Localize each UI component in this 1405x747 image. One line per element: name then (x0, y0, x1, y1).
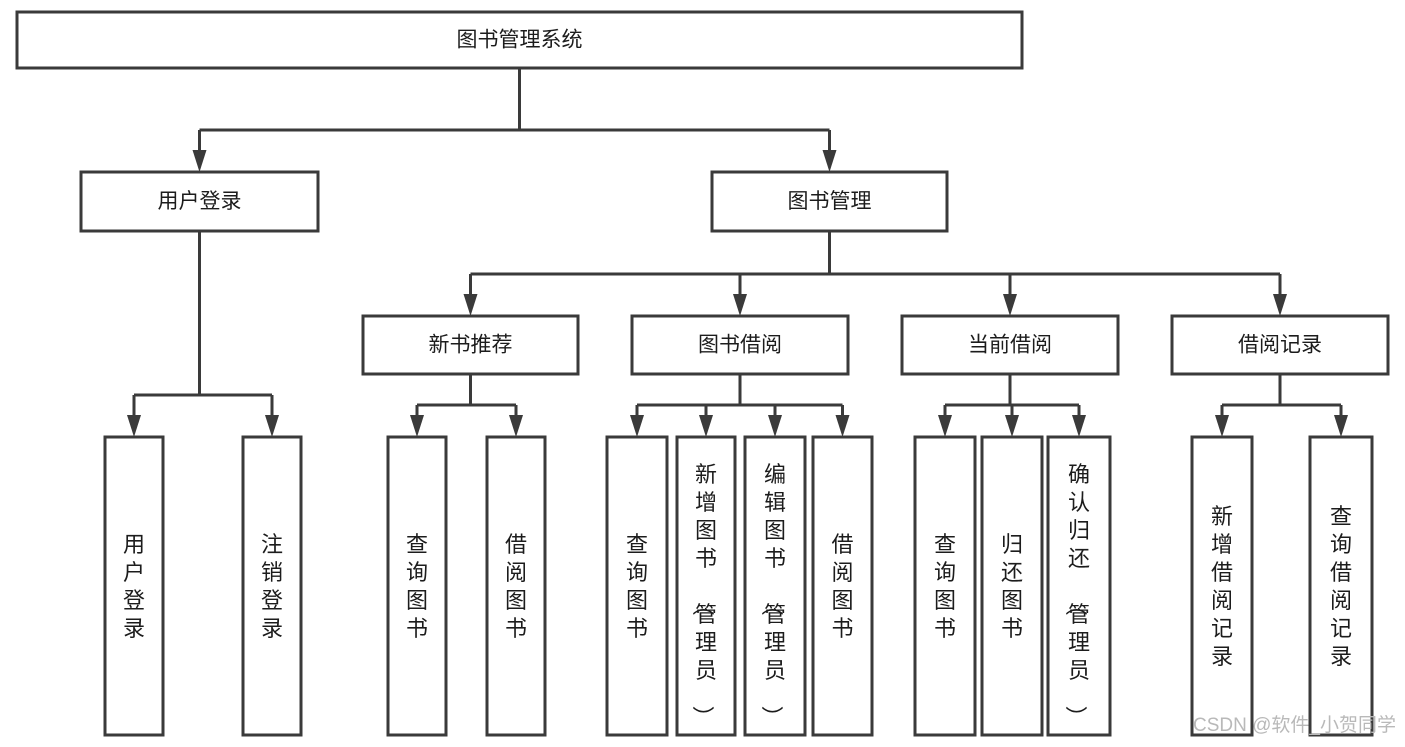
node-label: 新增图书（管理员） (690, 462, 717, 728)
node-box (386, 435, 448, 737)
node-label: 归还图书 (1001, 532, 1023, 641)
node-box (1190, 435, 1254, 737)
node-box (1046, 435, 1112, 737)
node-leaf-return-book[interactable]: 归还图书 (980, 435, 1044, 737)
arrow-head-icon (1005, 415, 1019, 437)
arrow-head-icon (822, 150, 837, 172)
arrow-head-icon (1215, 415, 1229, 437)
arrow-head-icon (1273, 294, 1287, 316)
node-leaf-query-book-2[interactable]: 查询图书 (605, 435, 669, 737)
node-box (811, 435, 874, 737)
arrow-head-icon (938, 415, 952, 437)
node-book-borrow[interactable]: 图书借阅 (630, 314, 850, 376)
node-leaf-user-login[interactable]: 用户登录 (103, 435, 165, 737)
node-leaf-logout[interactable]: 注销登录 (241, 435, 303, 737)
node-label: 确认归还（管理员） (1063, 462, 1090, 728)
node-borrow-record[interactable]: 借阅记录 (1170, 314, 1390, 376)
arrow-head-icon (630, 415, 644, 437)
node-leaf-edit-book[interactable]: 编辑图书（管理员） (743, 435, 807, 737)
arrow-head-icon (192, 150, 207, 172)
node-label: 借阅记录 (1238, 334, 1322, 357)
arrow-head-icon (1072, 415, 1086, 437)
node-label: 图书管理 (788, 190, 872, 213)
node-leaf-query-record[interactable]: 查询借阅记录 (1308, 435, 1374, 737)
node-box (980, 435, 1044, 737)
arrow-head-icon (410, 415, 424, 437)
node-leaf-borrow-book-1[interactable]: 借阅图书 (485, 435, 547, 737)
node-new-book-rec[interactable]: 新书推荐 (361, 314, 580, 376)
arrow-head-icon (265, 415, 279, 437)
connector-layer (127, 68, 1348, 437)
node-box (605, 435, 669, 737)
node-leaf-borrow-book-2[interactable]: 借阅图书 (811, 435, 874, 737)
node-book-manage[interactable]: 图书管理 (710, 170, 949, 233)
node-box (103, 435, 165, 737)
node-leaf-query-book-3[interactable]: 查询图书 (913, 435, 977, 737)
node-label: 图书借阅 (698, 334, 782, 357)
csdn-watermark: CSDN @软件_小贺同学 (1193, 714, 1396, 736)
arrow-head-icon (835, 415, 850, 437)
arrow-head-icon (1003, 294, 1017, 316)
node-label: 查询借阅记录 (1330, 504, 1352, 669)
node-label: 查询图书 (934, 532, 956, 641)
node-leaf-confirm-return[interactable]: 确认归还（管理员） (1046, 435, 1112, 737)
node-label: 编辑图书（管理员） (759, 462, 786, 728)
node-leaf-add-record[interactable]: 新增借阅记录 (1190, 435, 1254, 737)
node-leaf-add-book[interactable]: 新增图书（管理员） (675, 435, 737, 737)
arrow-head-icon (509, 415, 523, 437)
node-box (485, 435, 547, 737)
node-box (1308, 435, 1374, 737)
node-box (743, 435, 807, 737)
node-label: 借阅图书 (831, 532, 853, 641)
node-label: 用户登录 (123, 532, 145, 641)
arrow-head-icon (1334, 415, 1348, 437)
arrow-head-icon (733, 294, 747, 316)
node-label: 图书管理系统 (457, 29, 583, 52)
node-box (913, 435, 977, 737)
arrow-head-icon (768, 415, 782, 437)
node-box (710, 170, 949, 233)
node-box (630, 314, 850, 376)
node-box (1170, 314, 1390, 376)
arrow-head-icon (699, 415, 713, 437)
node-root[interactable]: 图书管理系统 (15, 10, 1024, 70)
node-box (79, 170, 320, 233)
node-box (15, 10, 1024, 70)
node-label: 借阅图书 (505, 532, 527, 641)
node-box (675, 435, 737, 737)
node-label: 当前借阅 (968, 334, 1052, 357)
node-label: 新增借阅记录 (1211, 504, 1233, 669)
node-label: 注销登录 (261, 532, 283, 641)
node-current-borrow[interactable]: 当前借阅 (900, 314, 1120, 376)
arrow-head-icon (463, 294, 478, 316)
node-label: 查询图书 (406, 532, 428, 641)
node-label: 新书推荐 (429, 334, 513, 357)
node-user-login[interactable]: 用户登录 (79, 170, 320, 233)
node-label: 用户登录 (158, 190, 242, 213)
node-leaf-query-book-1[interactable]: 查询图书 (386, 435, 448, 737)
node-label: 查询图书 (626, 532, 648, 641)
arrow-head-icon (127, 415, 141, 437)
node-box (900, 314, 1120, 376)
node-box (241, 435, 303, 737)
node-box (361, 314, 580, 376)
node-layer: 图书管理系统用户登录图书管理新书推荐图书借阅当前借阅借阅记录用户登录注销登录查询… (15, 10, 1390, 737)
